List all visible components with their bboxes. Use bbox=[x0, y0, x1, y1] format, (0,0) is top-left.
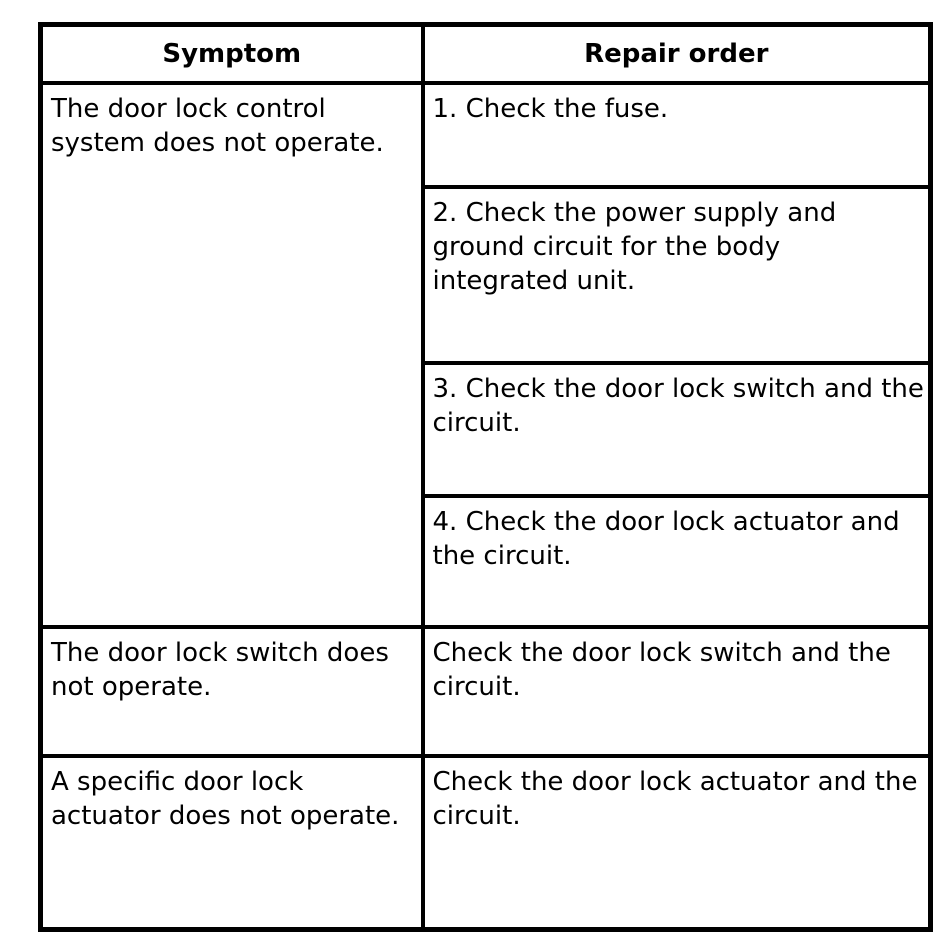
symptom-repair-table: Symptom Repair order The door lock contr… bbox=[38, 22, 933, 932]
symptom-cell-door-lock-switch: The door lock switch does not operate. bbox=[38, 625, 425, 758]
repair-cell-check-door-lock-switch: 3. Check the door lock switch and the ci… bbox=[420, 361, 933, 498]
symptom-cell-specific-door-lock-actuator: A specific door lock actuator does not o… bbox=[38, 754, 425, 932]
header-cell-repair-order: Repair order bbox=[420, 22, 933, 85]
repair-cell-actuator-circuit: Check the door lock actuator and the cir… bbox=[420, 754, 933, 932]
repair-cell-check-door-lock-actuator: 4. Check the door lock actuator and the … bbox=[420, 494, 933, 629]
table-row: 4. Check the door lock actuator and the … bbox=[41, 494, 933, 629]
header-cell-symptom: Symptom bbox=[38, 22, 425, 85]
table-row: 3. Check the door lock switch and the ci… bbox=[41, 361, 933, 498]
symptom-cell-door-lock-control-system: The door lock control system does not op… bbox=[38, 81, 425, 629]
table-row: The door lock control system does not op… bbox=[38, 81, 933, 629]
header-row: Symptom Repair order bbox=[38, 22, 933, 85]
table-row: A specific door lock actuator does not o… bbox=[38, 754, 933, 932]
symptom-repair-table-container: Symptom Repair order The door lock contr… bbox=[38, 22, 933, 932]
repair-cell-check-power-supply: 2. Check the power supply and ground cir… bbox=[420, 185, 933, 365]
repair-cell-switch-circuit: Check the door lock switch and the circu… bbox=[420, 625, 933, 758]
table-row: The door lock switch does not operate. C… bbox=[38, 625, 933, 758]
table-row: 2. Check the power supply and ground cir… bbox=[41, 185, 933, 365]
repair-cell-check-fuse: 1. Check the fuse. bbox=[420, 81, 933, 189]
